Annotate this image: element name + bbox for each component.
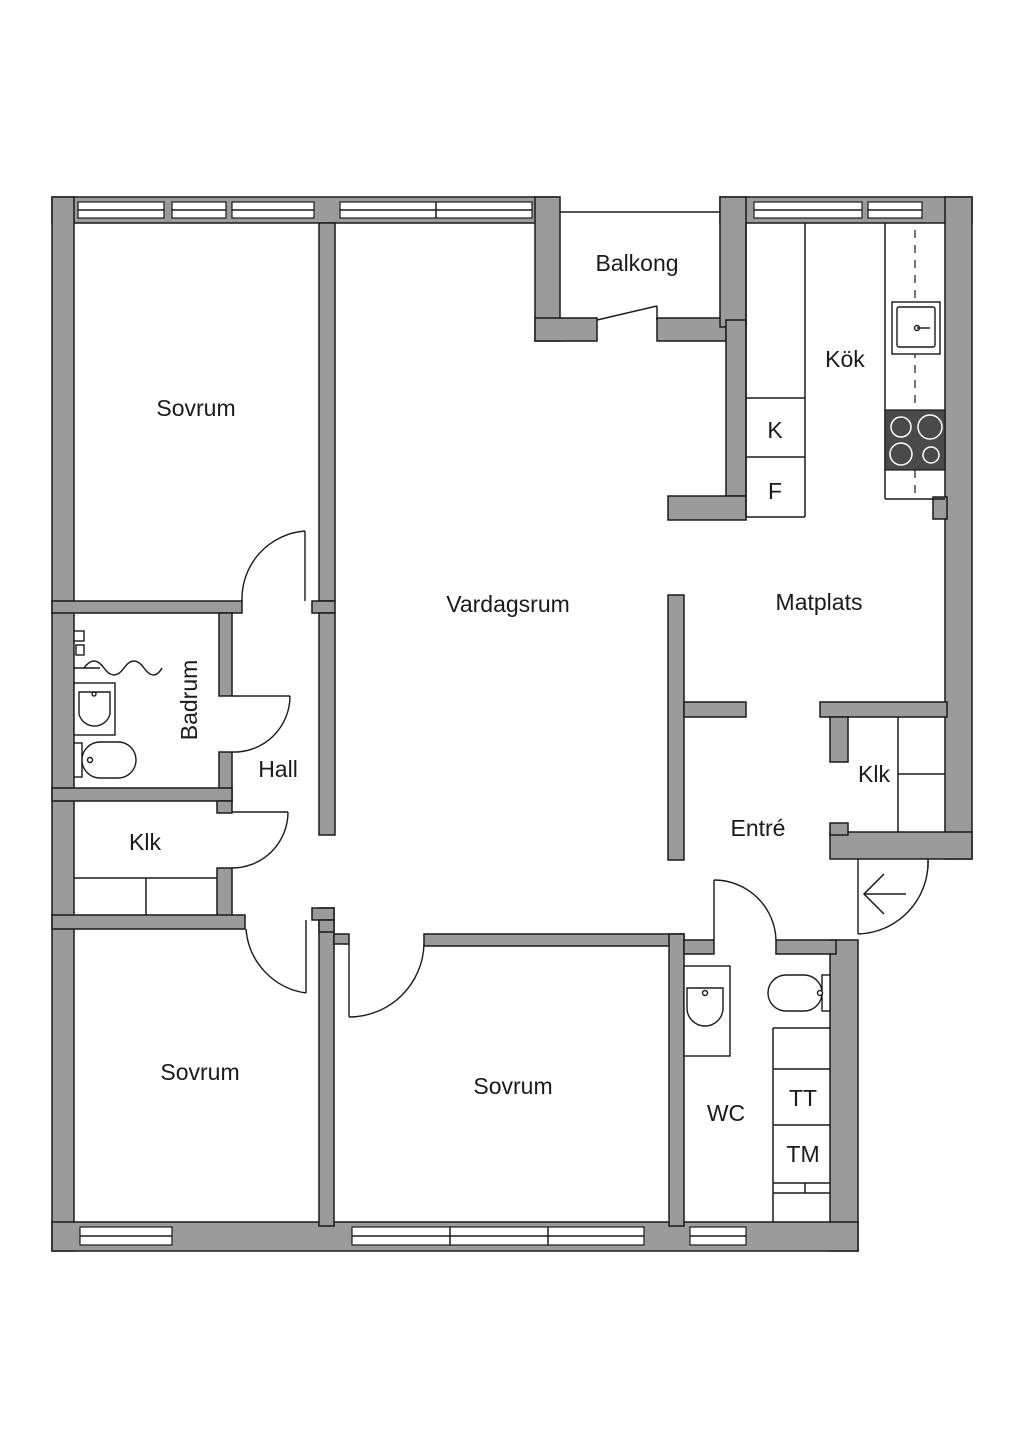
label-kyl: K bbox=[767, 417, 783, 443]
label-wc: WC bbox=[707, 1100, 745, 1126]
balcony bbox=[534, 196, 747, 342]
label-sovrum-top-left: Sovrum bbox=[156, 395, 235, 421]
label-balkong: Balkong bbox=[595, 250, 678, 276]
label-frys: F bbox=[768, 478, 782, 504]
room-labels: Sovrum Balkong Kök K F Vardagsrum Matpla… bbox=[129, 250, 890, 1167]
kitchen-fixtures bbox=[745, 223, 946, 518]
bathroom-fixtures bbox=[73, 630, 163, 779]
label-sovrum-bottom-middle: Sovrum bbox=[473, 1073, 552, 1099]
label-tt: TT bbox=[789, 1085, 817, 1111]
doors bbox=[231, 530, 929, 1018]
entrance-arrow-icon bbox=[862, 873, 906, 915]
label-klk-left: Klk bbox=[129, 829, 161, 855]
label-sovrum-bottom-left: Sovrum bbox=[160, 1059, 239, 1085]
label-vardagsrum: Vardagsrum bbox=[446, 591, 570, 617]
label-badrum: Badrum bbox=[176, 660, 202, 741]
label-entre: Entré bbox=[731, 815, 786, 841]
wc-fixtures bbox=[683, 965, 831, 1222]
label-kok: Kök bbox=[825, 346, 865, 372]
windows bbox=[77, 201, 923, 1246]
label-tm: TM bbox=[786, 1141, 819, 1167]
label-hall: Hall bbox=[258, 756, 298, 782]
closets bbox=[74, 717, 945, 915]
interior-walls bbox=[51, 222, 948, 1227]
label-matplats: Matplats bbox=[776, 589, 863, 615]
label-klk-right: Klk bbox=[858, 761, 890, 787]
